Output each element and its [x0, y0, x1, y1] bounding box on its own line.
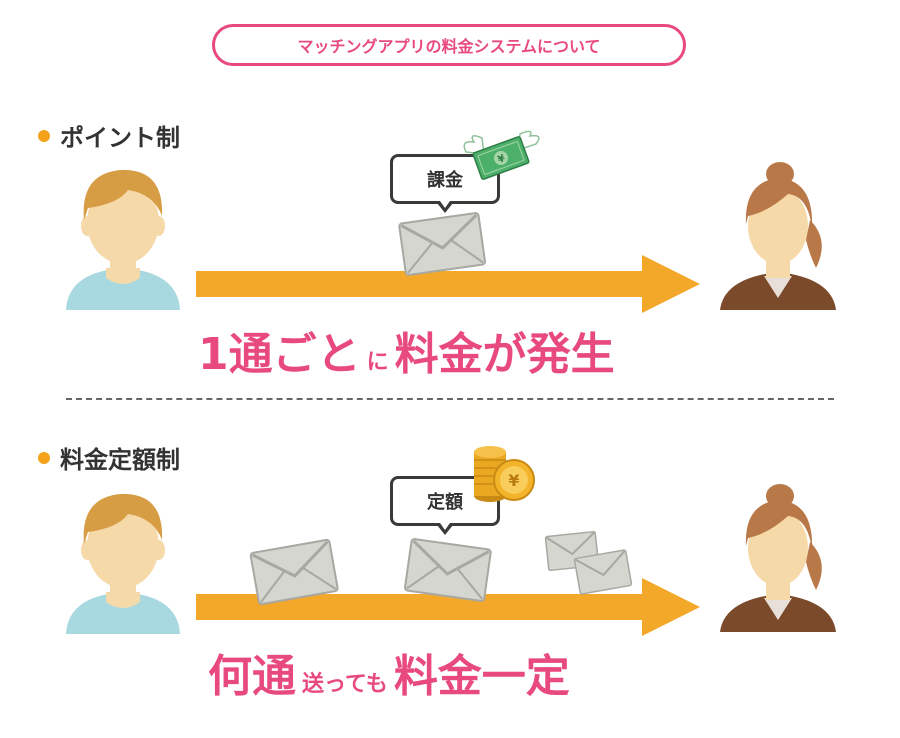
man-avatar-icon: [66, 493, 180, 634]
caption-part: 1通ごと: [198, 329, 361, 380]
bubble-text: 定額: [427, 492, 463, 513]
envelope-icon: [573, 549, 633, 595]
caption-part: 料金一定: [393, 651, 570, 702]
flying-money-icon: ¥: [463, 130, 540, 180]
bullet-dot: [38, 451, 50, 464]
caption-points: 1通ごと に 料金が発生: [198, 318, 615, 382]
caption-part: 送っても: [302, 672, 388, 697]
caption-part: 何通: [208, 651, 296, 702]
woman-avatar-icon: [720, 162, 836, 310]
bubble-text: 課金: [427, 170, 463, 191]
svg-text:¥: ¥: [508, 471, 519, 490]
svg-text:¥: ¥: [496, 153, 506, 166]
man-avatar-icon: [66, 169, 180, 310]
section-label-text: ポイント制: [60, 124, 180, 152]
envelope-icon: [404, 538, 492, 602]
arrow-icon: [196, 255, 700, 313]
envelope-icon: [249, 538, 339, 606]
section-label-text: 料金定額制: [60, 446, 180, 474]
caption-part: 料金が発生: [394, 329, 615, 380]
page-title: マッチングアプリの料金システムについて: [212, 24, 686, 66]
section-label-flat-rate: 料金定額制: [38, 440, 180, 475]
section-label-points: ポイント制: [38, 118, 180, 153]
yen-coins-icon: ¥: [474, 446, 535, 502]
envelope-icon: [398, 212, 486, 276]
caption-flat-rate: 何通 送っても 料金一定: [208, 640, 570, 704]
woman-avatar-icon: [720, 484, 836, 632]
section-divider: [66, 398, 834, 400]
caption-part: に: [366, 350, 389, 375]
bullet-dot: [38, 129, 50, 142]
